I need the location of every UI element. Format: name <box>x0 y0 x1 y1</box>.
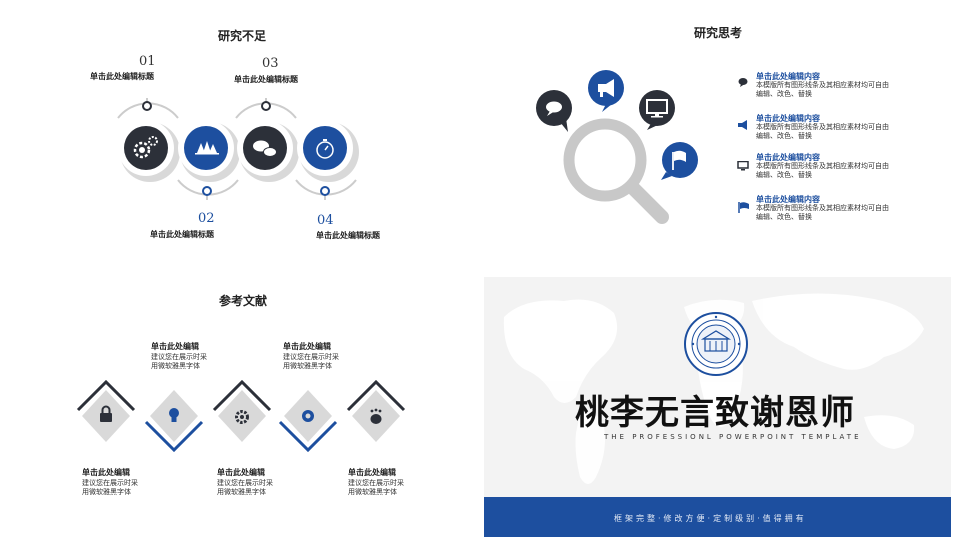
dot-4 <box>320 186 330 196</box>
speech-bubble-icon <box>738 78 748 87</box>
q2-item-4-line1: 本模版所有图形线条及其相应素材均可自由 <box>756 204 889 212</box>
flag-icon <box>738 202 749 213</box>
lightbulb-icon <box>144 390 204 452</box>
q4-bar-text: 框架完整·修改方便·定制级别·值得拥有 <box>614 514 807 523</box>
q1-step-02-label[interactable]: 单击此处编辑标题 <box>150 230 214 239</box>
q2-magnifier-graphic <box>536 70 698 224</box>
q2-item-3-line2: 编辑、改色、替换 <box>756 171 812 179</box>
q1-step-02-number: 02 <box>198 211 215 226</box>
q1-timeline-graphic <box>117 98 359 200</box>
q3-top-1-line2: 用微软雅黑字体 <box>151 362 200 370</box>
q4-subtitle: THE PROFESSIONL POWERPOINT TEMPLATE <box>604 433 862 441</box>
university-seal-icon <box>684 312 748 376</box>
q3-bottom-3-text: 建议您在展示时采 用微软雅黑字体 <box>348 479 404 497</box>
magnifier-lens <box>563 118 647 202</box>
q2-item-2-icon <box>737 115 749 130</box>
q3-bottom-2-line1: 建议您在展示时采 <box>217 479 273 487</box>
q3-bottom-1-line1: 建议您在展示时采 <box>82 479 138 487</box>
q3-bottom-1-title[interactable]: 单击此处编辑 <box>82 468 130 477</box>
q1-step-03-label[interactable]: 单击此处编辑标题 <box>234 75 298 84</box>
magnifier-handle <box>625 180 669 224</box>
q3-bottom-1-text: 建议您在展示时采 用微软雅黑字体 <box>82 479 138 497</box>
q1-step-01-number: 01 <box>139 54 156 69</box>
flag-icon <box>661 142 698 180</box>
q2-item-2-title[interactable]: 单击此处编辑内容 <box>756 114 820 123</box>
q2-item-3-line1: 本模版所有图形线条及其相应素材均可自由 <box>756 162 889 170</box>
q3-top-2-line1: 建议您在展示时采 <box>283 353 339 361</box>
q3-bottom-2-line2: 用微软雅黑字体 <box>217 488 266 496</box>
q2-item-4-title[interactable]: 单击此处编辑内容 <box>756 195 820 204</box>
q3-bottom-2-text: 建议您在展示时采 用微软雅黑字体 <box>217 479 273 497</box>
q2-item-3-text: 本模版所有图形线条及其相应素材均可自由 编辑、改色、替换 <box>756 162 889 180</box>
q3-top-2-line2: 用微软雅黑字体 <box>283 362 332 370</box>
shell-icon <box>346 380 406 442</box>
q1-step-04-number: 04 <box>317 213 334 228</box>
monitor-icon <box>639 90 675 130</box>
q2-item-1-icon <box>738 72 748 87</box>
q1-step-01-label[interactable]: 单击此处编辑标题 <box>90 72 154 81</box>
q2-item-1-line2: 编辑、改色、替换 <box>756 90 812 98</box>
chat-bubbles-icon <box>243 126 287 170</box>
dot-2 <box>202 186 212 196</box>
speech-bubble-icon <box>536 90 572 132</box>
megaphone-icon <box>588 70 624 112</box>
q3-bottom-3-line2: 用微软雅黑字体 <box>348 488 397 496</box>
q2-item-3-title[interactable]: 单击此处编辑内容 <box>756 153 820 162</box>
megaphone-icon <box>738 120 747 130</box>
q4-main-title: 桃李无言致谢恩师 <box>575 393 855 433</box>
q3-top-2-title[interactable]: 单击此处编辑 <box>283 342 331 351</box>
q3-bottom-2-title[interactable]: 单击此处编辑 <box>217 468 265 477</box>
dot-3 <box>261 101 271 111</box>
q2-item-1-line1: 本模版所有图形线条及其相应素材均可自由 <box>756 81 889 89</box>
stopwatch-icon <box>303 126 347 170</box>
q2-item-2-text: 本模版所有图形线条及其相应素材均可自由 编辑、改色、替换 <box>756 123 889 141</box>
q3-top-1-line1: 建议您在展示时采 <box>151 353 207 361</box>
q2-item-4-text: 本模版所有图形线条及其相应素材均可自由 编辑、改色、替换 <box>756 204 889 222</box>
q3-bottom-3-title[interactable]: 单击此处编辑 <box>348 468 396 477</box>
q3-top-1-title[interactable]: 单击此处编辑 <box>151 342 199 351</box>
dot-1 <box>142 101 152 111</box>
lock-icon <box>76 380 136 442</box>
q4-slide: 桃李无言致谢恩师 THE PROFESSIONL POWERPOINT TEMP… <box>484 277 951 537</box>
q2-item-1-title[interactable]: 单击此处编辑内容 <box>756 72 820 81</box>
q2-item-4-icon <box>738 198 750 213</box>
q2-item-1-text: 本模版所有图形线条及其相应素材均可自由 编辑、改色、替换 <box>756 81 889 99</box>
q3-diamonds-graphic <box>76 380 406 452</box>
q1-step-03-number: 03 <box>262 56 279 71</box>
q3-title: 参考文献 <box>218 294 267 308</box>
gears-icon <box>124 126 168 170</box>
q3-bottom-1-line2: 用微软雅黑字体 <box>82 488 131 496</box>
q2-item-3-icon <box>737 156 749 171</box>
target-icon <box>278 390 338 452</box>
monitor-icon <box>737 160 749 171</box>
q1-title: 研究不足 <box>217 29 266 43</box>
q4-bottom-bar: 框架完整·修改方便·定制级别·值得拥有 <box>484 497 951 537</box>
q3-bottom-3-line1: 建议您在展示时采 <box>348 479 404 487</box>
q2-item-2-line2: 编辑、改色、替换 <box>756 132 812 140</box>
q2-item-4-line2: 编辑、改色、替换 <box>756 213 812 221</box>
gear-icon <box>212 380 272 442</box>
q2-item-2-line1: 本模版所有图形线条及其相应素材均可自由 <box>756 123 889 131</box>
trees-icon <box>184 126 228 170</box>
q3-top-1-text: 建议您在展示时采 用微软雅黑字体 <box>151 353 207 371</box>
q2-title: 研究思考 <box>693 26 742 40</box>
q3-top-2-text: 建议您在展示时采 用微软雅黑字体 <box>283 353 339 371</box>
q1-step-04-label[interactable]: 单击此处编辑标题 <box>316 231 380 240</box>
